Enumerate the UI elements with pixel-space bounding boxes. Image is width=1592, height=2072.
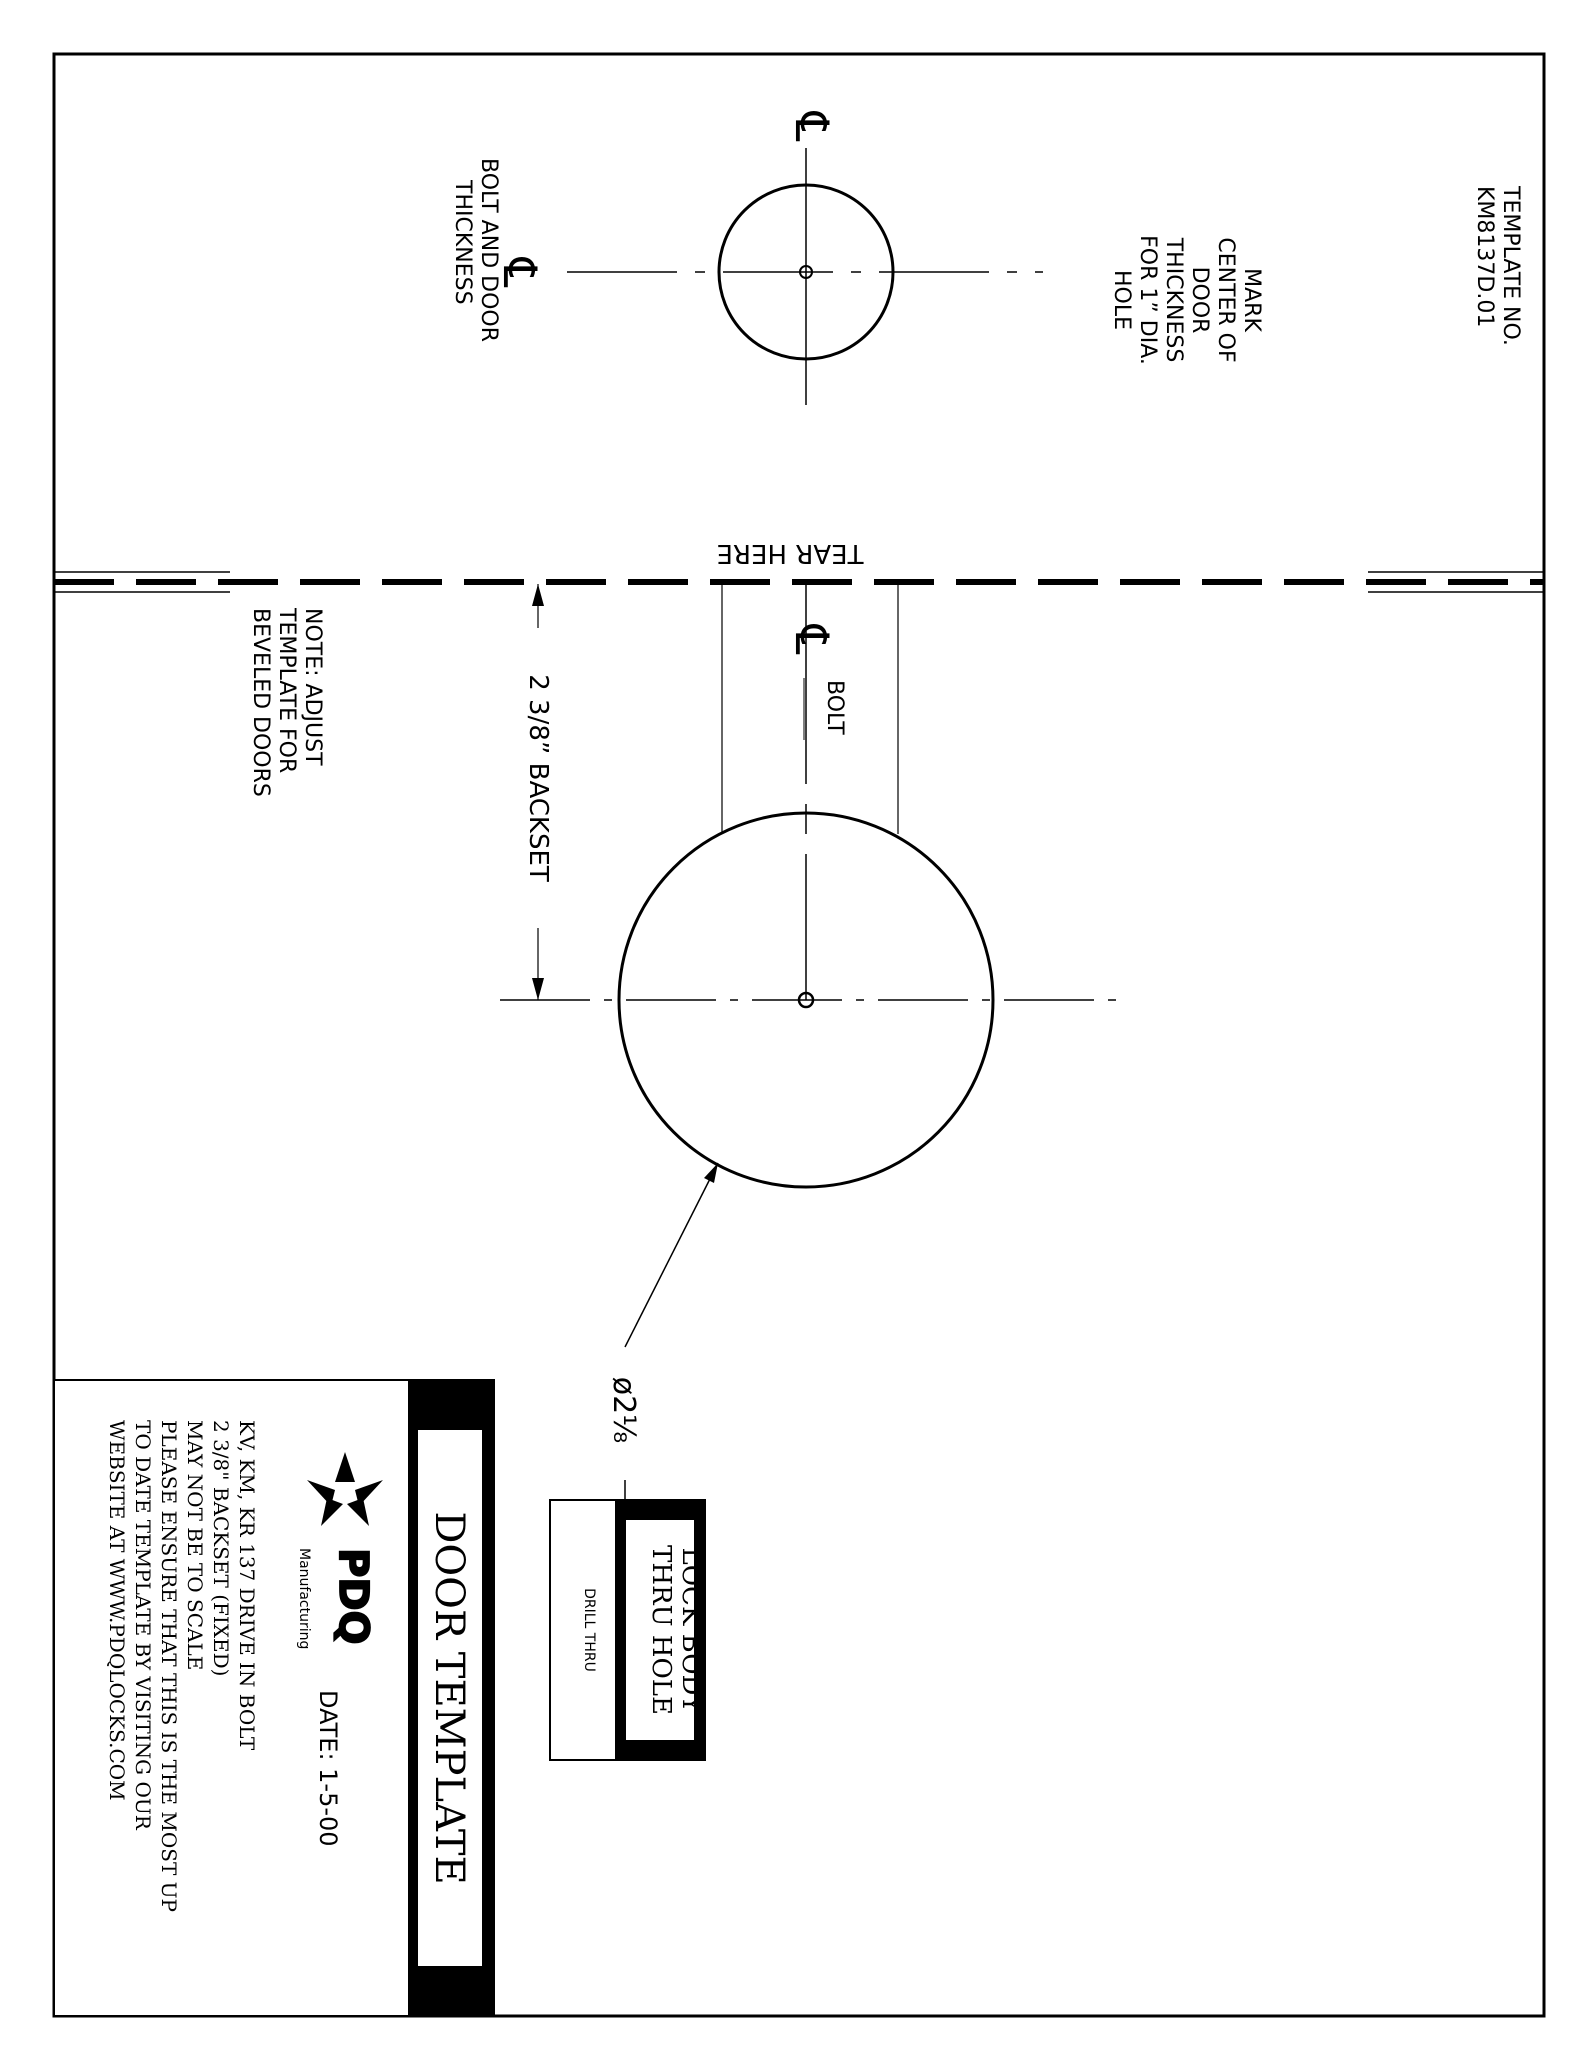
lock-body-title-line-1: LOCK BODY: [676, 1547, 706, 1713]
mark-center-line-4: THICKNESS: [1161, 237, 1186, 363]
mark-center-note: MARK CENTER OF DOOR THICKNESS FOR 1” DIA…: [1109, 235, 1264, 365]
title-block-plate: [418, 1430, 482, 1966]
centerline-symbol-bolt: ℄: [785, 624, 839, 655]
sheet-border: [52, 52, 1546, 2018]
lock-body-box-plate: [626, 1520, 694, 1740]
title-line-6: WEBSITE AT WWW.PDQLOCKS.COM: [105, 1420, 129, 1801]
title-block-lines: KV, KM, KR 137 DRIVE IN BOLT 2 3/8" BACK…: [105, 1420, 259, 1912]
lock-body-instruction: DRILL THRU: [581, 1588, 597, 1672]
template-number-line-2: KM8137D.01: [1472, 186, 1497, 327]
title-line-1: KV, KM, KR 137 DRIVE IN BOLT: [235, 1420, 259, 1751]
title-block: [53, 1379, 495, 2017]
diameter-leader: [624, 1162, 719, 1500]
title-block-title: DOOR TEMPLATE: [426, 1511, 472, 1884]
title-block-date: DATE: 1-5-00: [314, 1690, 342, 1847]
bolt-door-line-1: BOLT AND DOOR: [476, 158, 501, 342]
mark-center-line-1: MARK: [1239, 268, 1264, 332]
mark-center-line-3: DOOR: [1187, 267, 1212, 334]
bevel-note-line-1: NOTE: ADJUST: [300, 608, 325, 766]
mark-center-line-2: CENTER OF: [1213, 237, 1238, 362]
diameter-leader-arrow: [704, 1163, 718, 1183]
backset-arrow-top: [532, 584, 544, 606]
mark-center-line-5: FOR 1” DIA.: [1135, 235, 1160, 365]
bevel-note: NOTE: ADJUST TEMPLATE FOR BEVELED DOORS: [248, 607, 325, 797]
title-line-3: MAY NOT BE TO SCALE: [183, 1420, 207, 1670]
template-number: TEMPLATE NO. KM8137D.01: [1472, 185, 1523, 346]
bolt-door-note: BOLT AND DOOR THICKNESS: [450, 158, 501, 342]
template-number-line-1: TEMPLATE NO.: [1498, 185, 1523, 346]
large-hole-group: [500, 584, 1118, 1189]
bevel-note-line-2: TEMPLATE FOR: [274, 607, 299, 773]
centerline-symbol-top: ℄: [785, 111, 839, 142]
backset-dimension: [522, 584, 554, 1000]
bolt-door-line-2: THICKNESS: [450, 179, 475, 305]
backset-label: 2 3/8” BACKSET: [523, 674, 553, 882]
bolt-label: BOLT: [822, 680, 847, 735]
pdq-brand: PDQ: [330, 1548, 376, 1645]
lock-body-title: LOCK BODY THRU HOLE: [646, 1545, 706, 1715]
pdq-logo: PDQ Manufacturing: [296, 1452, 383, 1649]
title-line-4: PLEASE ENSURE THAT THIS IS THE MOST UP: [157, 1420, 181, 1912]
title-line-2: 2 3/8" BACKSET (FIXED): [209, 1420, 233, 1676]
pdq-star-icon: [307, 1452, 383, 1526]
tear-here-label: TEAR HERE: [717, 538, 865, 568]
diameter-label: ø2⅛: [606, 1377, 641, 1444]
small-hole-group: [567, 148, 1043, 405]
backset-label-bg: [522, 628, 554, 928]
pdq-brand-sub: Manufacturing: [296, 1548, 312, 1649]
tear-line: [54, 571, 1544, 593]
mark-center-line-6: HOLE: [1109, 270, 1134, 330]
title-line-5: TO DATE TEMPLATE BY VISITING OUR: [131, 1420, 155, 1831]
diameter-leader-line: [624, 1162, 719, 1348]
bevel-note-line-3: BEVELED DOORS: [248, 608, 273, 797]
centerline-symbol-left: ℄: [493, 257, 547, 288]
lock-body-box: [549, 1499, 706, 1761]
lock-body-title-line-2: THRU HOLE: [646, 1545, 676, 1715]
backset-arrow-bottom: [532, 978, 544, 1000]
